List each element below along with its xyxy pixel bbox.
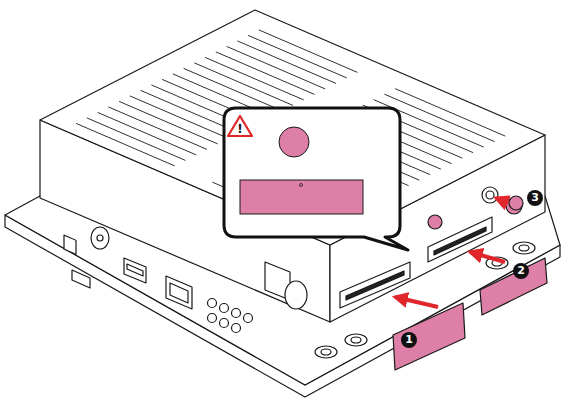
insert-arrow-2 <box>470 252 505 262</box>
screw-hole <box>482 187 498 203</box>
warning-mark: ! <box>235 122 245 136</box>
cooling-fin <box>76 123 175 165</box>
cooling-fin <box>194 63 293 106</box>
callout-number: 2 <box>513 263 529 279</box>
phone-jack <box>64 235 76 254</box>
dc-jack-pin <box>97 235 103 241</box>
cooling-fin <box>395 89 505 136</box>
screw-cap-top <box>509 196 523 210</box>
insert-arrow-1 <box>395 297 438 307</box>
callout-number: 1 <box>401 332 417 348</box>
slot-cover-2 <box>480 258 547 315</box>
dc-jack <box>91 227 109 249</box>
card-slot-1 <box>340 262 410 308</box>
side-clip <box>72 270 90 288</box>
cooling-fin <box>259 30 358 73</box>
cooling-fin <box>227 46 326 89</box>
screw-hole-inner <box>486 191 494 199</box>
body-top-face <box>40 10 545 245</box>
cooling-fin <box>216 52 315 95</box>
card-slot-1-inner <box>346 271 404 300</box>
cooling-fin <box>98 112 197 154</box>
callout-bubble <box>224 108 408 250</box>
callout-number: 3 <box>527 190 543 206</box>
slot-cover-1 <box>393 303 465 370</box>
indicator-dot-detail <box>279 127 309 157</box>
insert-arrow-3 <box>496 198 508 203</box>
indicator-dot <box>428 215 442 229</box>
cooling-fin <box>119 101 218 143</box>
card-slot-2-inner <box>434 227 486 255</box>
slot-cover-detail <box>240 180 363 214</box>
cooling-fin <box>248 35 347 78</box>
cooling-fin <box>130 96 229 138</box>
cooling-fin <box>108 107 207 149</box>
warning-triangle <box>228 116 252 136</box>
cover-dot <box>300 184 303 187</box>
cooling-fin <box>87 118 186 160</box>
audio-jacks <box>208 299 253 333</box>
cooling-fin <box>237 41 336 84</box>
usb-port <box>124 258 146 283</box>
ethernet-port <box>166 276 192 309</box>
cooling-fin <box>184 68 283 111</box>
cooling-fin <box>205 57 304 100</box>
